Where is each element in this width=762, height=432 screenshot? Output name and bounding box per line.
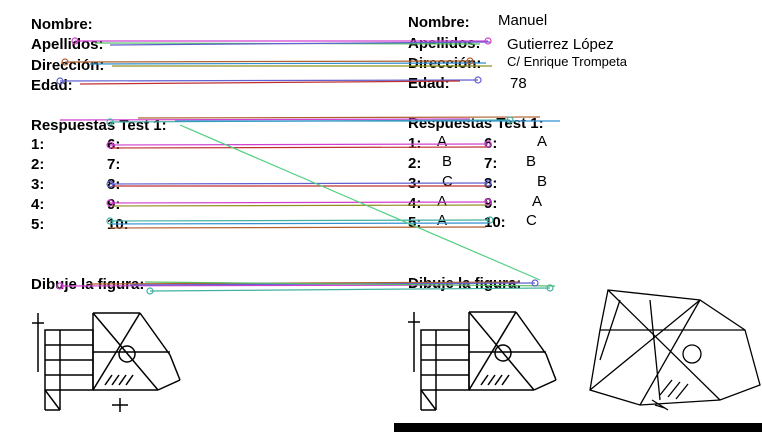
right-fish-figure [408, 311, 557, 411]
right-answer-num: 7: [484, 155, 498, 172]
right-answer-value: B [537, 173, 548, 190]
right-answer-value: C [442, 173, 453, 190]
right-answer-value: A [537, 133, 548, 150]
right-age-value: 78 [510, 75, 527, 92]
right-answer-value: C [526, 212, 537, 229]
right-name-label: Nombre: [408, 14, 470, 31]
bottom-bar [394, 423, 762, 432]
right-answer-value: B [442, 153, 453, 170]
left-answer-num: 5: [31, 216, 45, 233]
left-answer-num: 4: [31, 196, 45, 213]
right-answer-value: A [437, 133, 448, 150]
match-lines [59, 40, 560, 292]
right-address-value: C/ Enrique Trompeta [507, 54, 627, 69]
left-answer-num: 3: [31, 176, 45, 193]
left-name-label: Nombre: [31, 16, 93, 33]
right-answer-value: B [526, 153, 537, 170]
left-test-heading: Respuestas Test 1: [31, 117, 167, 134]
left-fish-figure [32, 312, 181, 412]
right-answer-num: 4: [408, 195, 422, 212]
right-name-value: Manuel [498, 12, 548, 29]
left-answer-num: 7: [107, 156, 121, 173]
right-answer-value: A [437, 193, 448, 210]
left-answer-num: 1: [31, 136, 45, 153]
left-address-label: Dirección: [31, 57, 105, 74]
left-answer-num: 2: [31, 156, 45, 173]
right-answer-num: 10: [484, 214, 506, 231]
right-answer-value: A [532, 193, 543, 210]
match-points [56, 37, 554, 295]
left-surname-label: Apellidos: [31, 36, 104, 53]
right-surname-value: Gutierrez López [507, 36, 614, 53]
right-age-label: Edad: [408, 75, 450, 92]
right-answer-num: 2: [408, 155, 422, 172]
handdrawn-fish-figure [589, 289, 761, 411]
